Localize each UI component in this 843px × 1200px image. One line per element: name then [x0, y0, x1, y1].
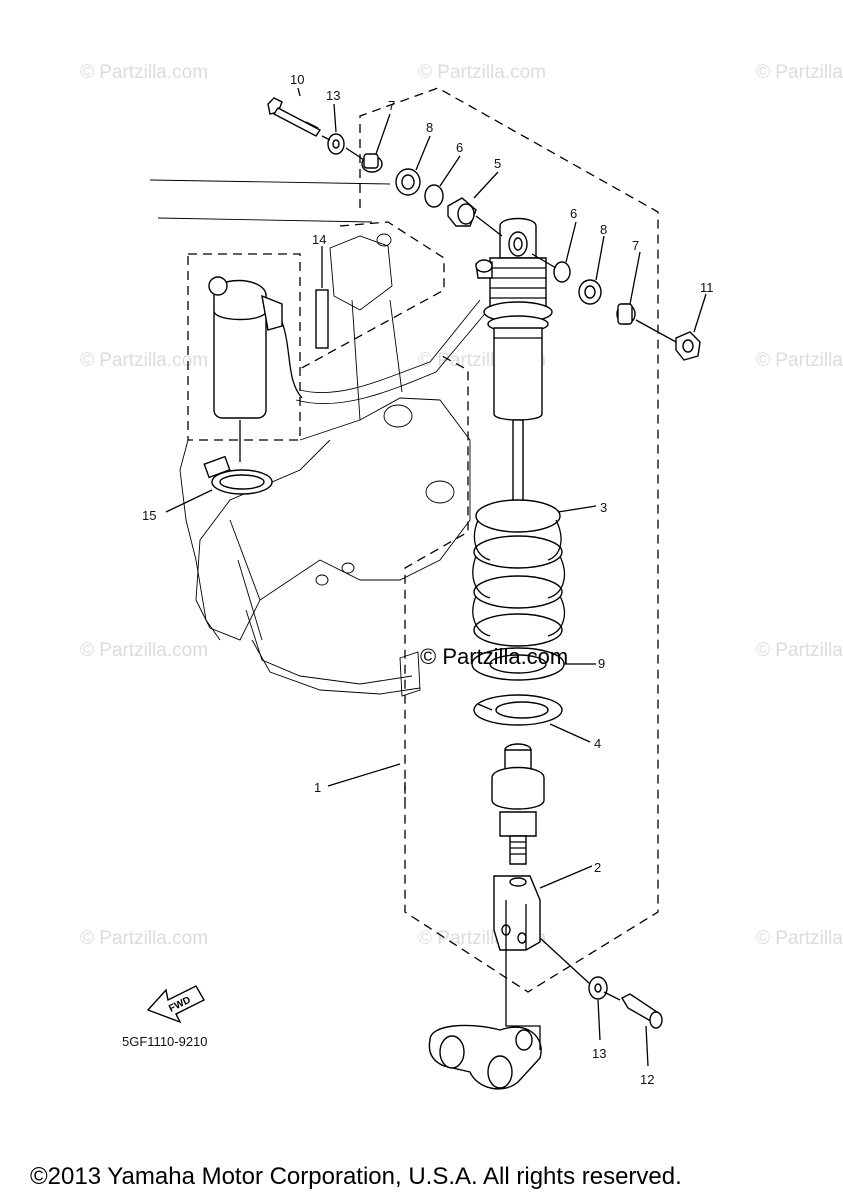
washer-lower: [588, 976, 608, 1000]
bushing: [447, 197, 477, 227]
oil-seal-upper: [395, 168, 421, 196]
callout-13: 13: [326, 88, 340, 103]
spring-stopper: [473, 694, 563, 726]
callout-5: 5: [494, 156, 501, 171]
watermark: © Partzilla.com: [418, 62, 546, 83]
watermark: © Partzilla.com: [80, 928, 208, 949]
spring-seat: [471, 647, 565, 681]
assembly-outline: [187, 87, 659, 993]
callout-9: 9: [598, 656, 605, 671]
callout-7b: 7: [632, 238, 639, 253]
callout-15: 15: [142, 508, 156, 523]
fwd-arrow-icon: FWD: [146, 985, 205, 1024]
diagram-code: 5GF1110-9210: [122, 1034, 208, 1049]
collar-upper: [361, 153, 383, 173]
hose-clamp: [203, 455, 273, 495]
o-ring-right: [553, 261, 571, 283]
nut: [675, 331, 701, 361]
bump-stop: [491, 743, 545, 865]
label-plate: [315, 289, 329, 349]
spring: [472, 499, 565, 647]
callout-10: 10: [290, 72, 304, 87]
callout-8: 8: [426, 120, 433, 135]
watermark: © Partzilla.com: [80, 350, 208, 371]
callout-6: 6: [456, 140, 463, 155]
bolt-upper: [267, 97, 322, 137]
collar-right: [616, 303, 636, 325]
callout-labels: 10 13 7 8 6 5 6 8 7 11 14 15 3 9 4 1 2 1…: [142, 72, 714, 1087]
reservoir: [208, 276, 303, 462]
watermark: © Partzilla.com: [756, 928, 843, 949]
oil-seal-right: [578, 279, 602, 305]
watermark: © Partzilla.com: [756, 640, 843, 661]
callout-1: 1: [314, 780, 321, 795]
watermark: © Partzilla.com: [756, 350, 843, 371]
leader-lines: [165, 87, 707, 1067]
shock-absorber: [475, 217, 553, 517]
callout-2: 2: [594, 860, 601, 875]
lower-clevis: [493, 875, 541, 951]
watermark: © Partzilla.com: [80, 62, 208, 83]
callout-13b: 13: [592, 1046, 606, 1061]
callout-8b: 8: [600, 222, 607, 237]
watermark: © Partzilla.com: [756, 62, 843, 83]
frame-sketch: [149, 179, 489, 697]
bolt-lower: [621, 993, 663, 1029]
o-ring-upper: [424, 184, 444, 208]
copyright-notice: ©2013 Yamaha Motor Corporation, U.S.A. A…: [30, 1163, 682, 1190]
explosion-lines: [321, 135, 677, 1050]
callout-11: 11: [700, 280, 714, 295]
watermark-layer: © Partzilla.com © Partzilla.com © Partzi…: [80, 62, 843, 949]
watermark: © Partzilla.com: [80, 640, 208, 661]
callout-14: 14: [312, 232, 326, 247]
center-watermark: © Partzilla.com: [420, 644, 568, 669]
callout-7: 7: [388, 98, 395, 113]
washer-upper: [327, 133, 345, 155]
callout-4: 4: [594, 736, 601, 751]
lower-link: [428, 1024, 542, 1090]
callout-12: 12: [640, 1072, 654, 1087]
callout-3: 3: [600, 500, 607, 515]
callout-6b: 6: [570, 206, 577, 221]
